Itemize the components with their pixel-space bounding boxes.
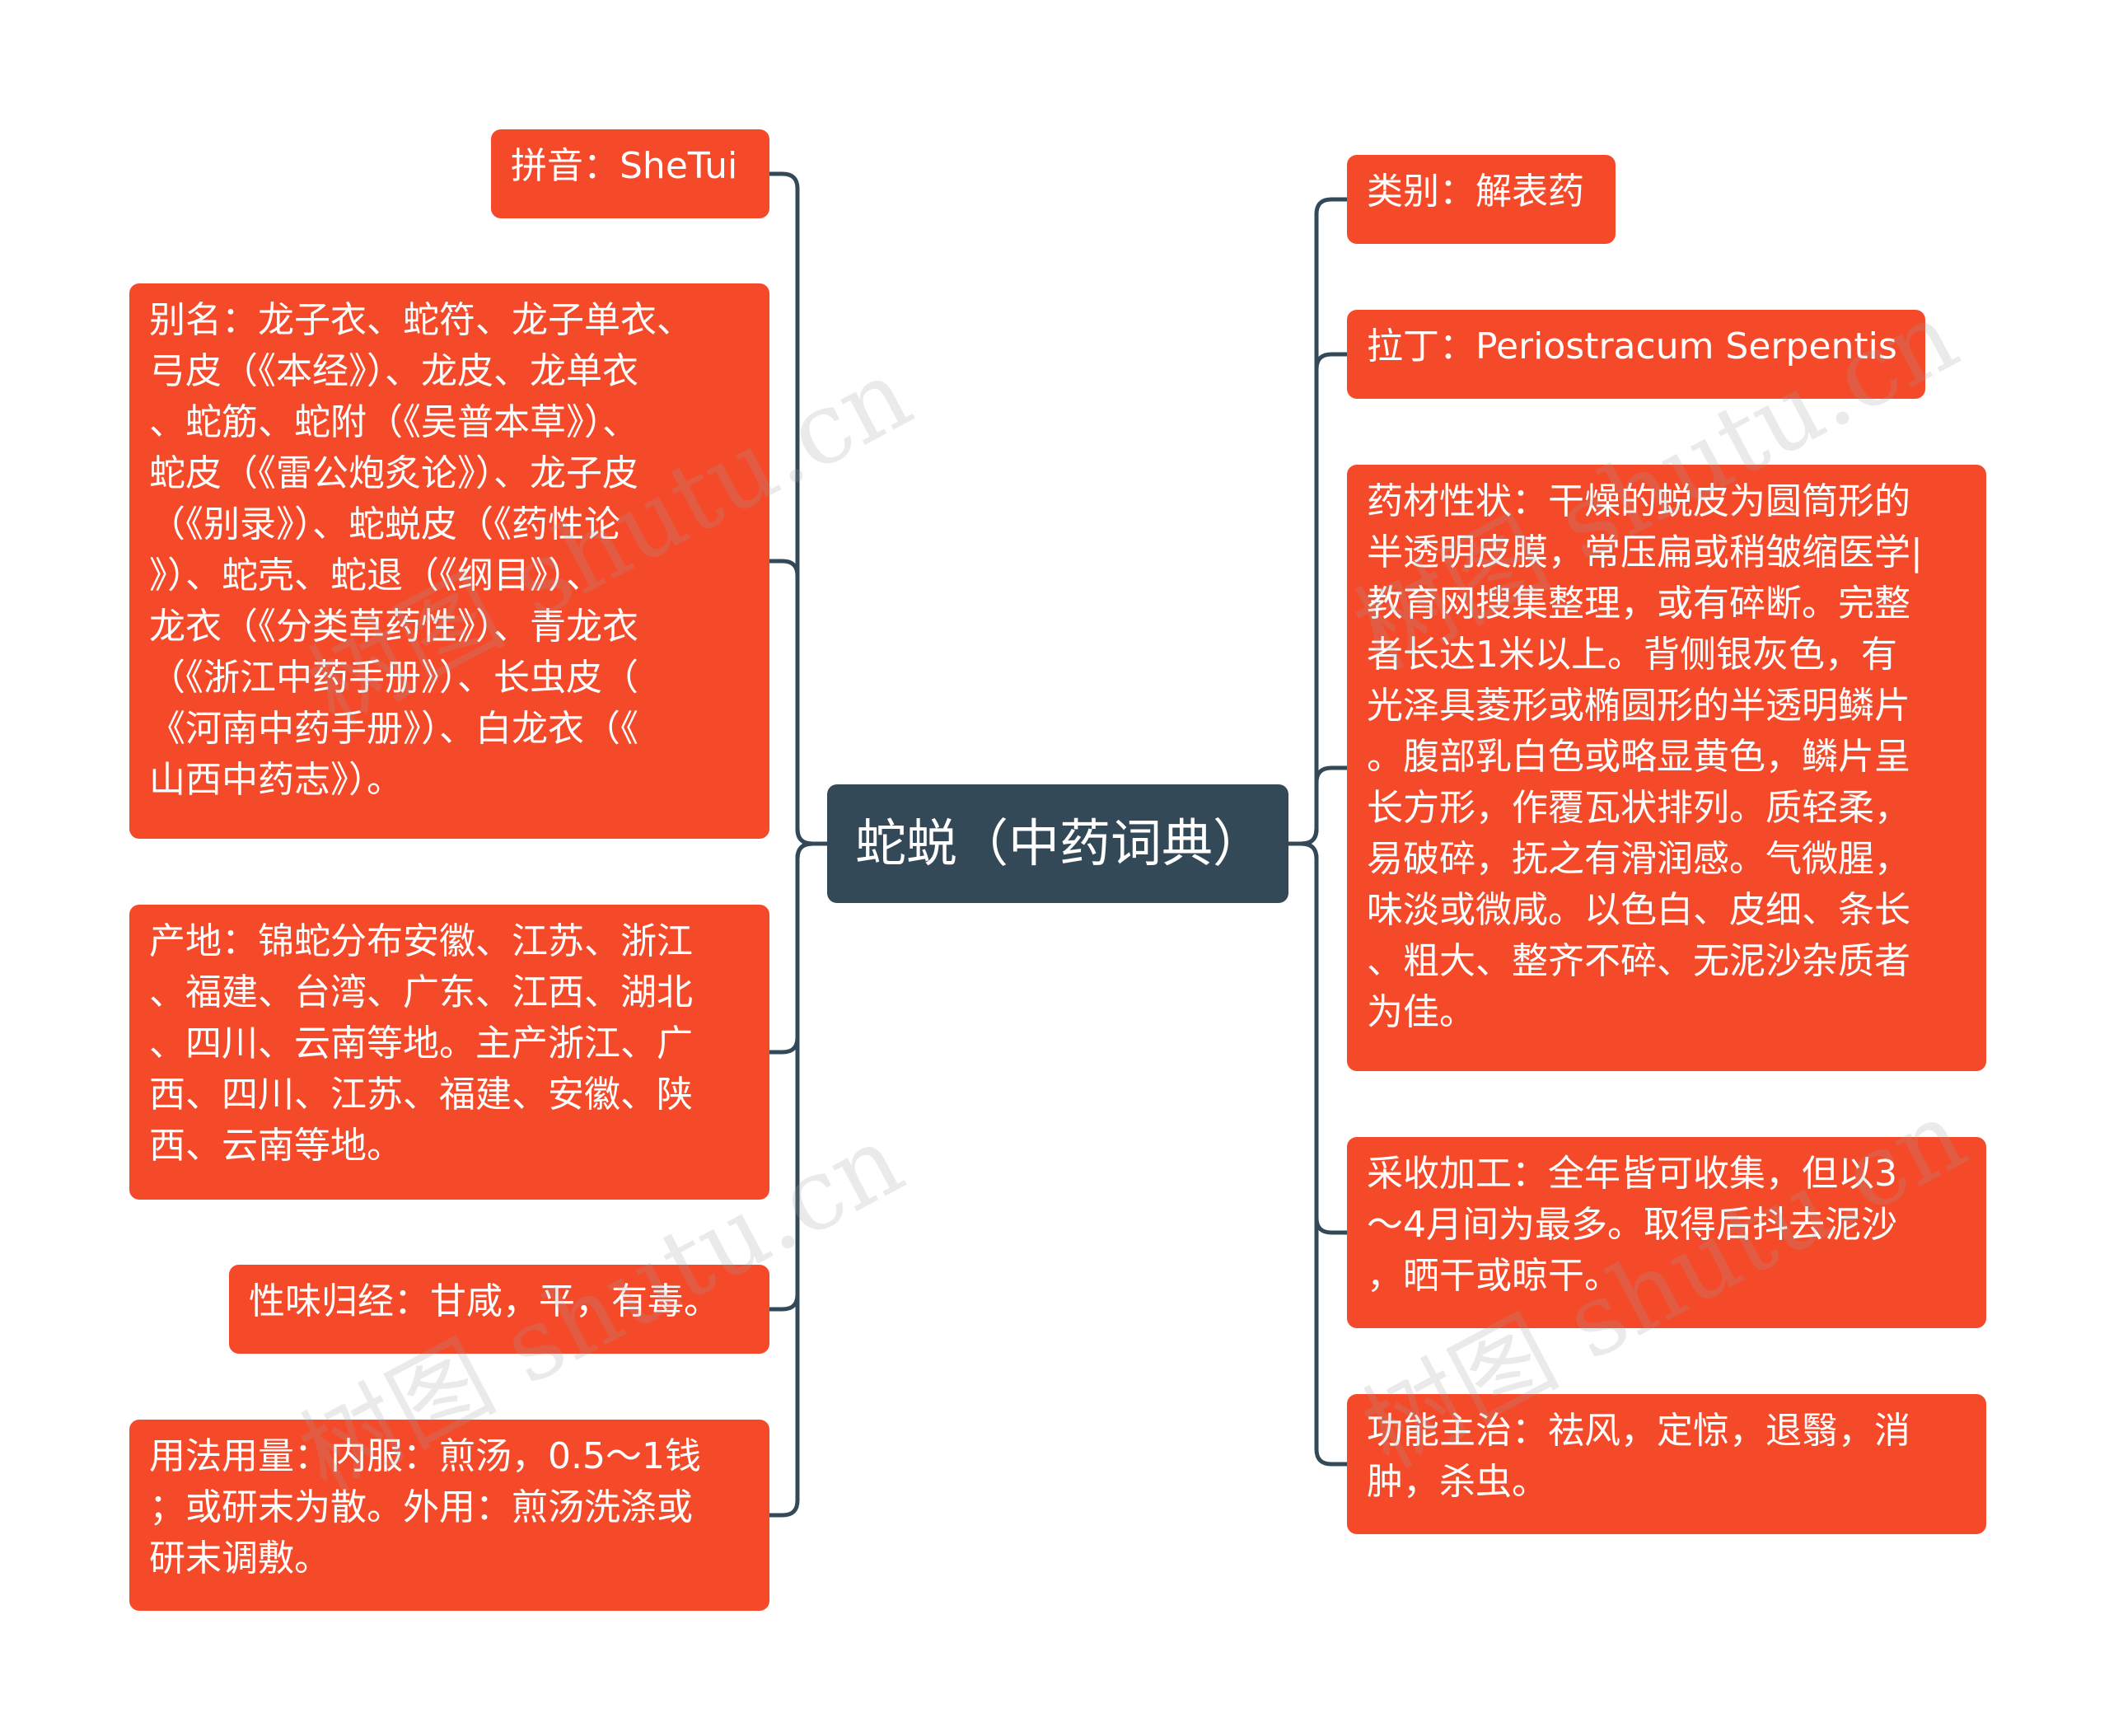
node-function-text-line: 肿，杀虫。 <box>1367 1461 1548 1503</box>
node-traits-text-line: 者长达1米以上。背侧银灰色，有 <box>1367 634 1897 676</box>
node-usage-text-line: 研末调敷。 <box>149 1537 330 1579</box>
node-origin-text-line: 产地：锦蛇分布安徽、江苏、浙江 <box>149 920 693 962</box>
node-latin[interactable]: 拉丁：Periostracum Serpentis <box>1347 310 1925 399</box>
node-traits-text-line: 、粗大、整齐不碎、无泥沙杂质者 <box>1367 940 1910 982</box>
node-category-text-line: 类别：解表药 <box>1367 171 1584 213</box>
node-pinyin-text-line: 拼音：SheTui <box>511 145 738 187</box>
node-alias-text-line: （《别录》）、蛇蜕皮（《药性论 <box>149 503 620 545</box>
node-traits[interactable]: 药材性状：干燥的蜕皮为圆筒形的半透明皮膜，常压扁或稍皱缩医学| 教育网搜集整理，或… <box>1347 465 1986 1071</box>
node-usage-text-line: ；或研末为散。外用：煎汤洗涤或 <box>149 1486 693 1528</box>
node-alias-text-line: （《浙江中药手册》）、长虫皮（ <box>149 657 638 699</box>
node-traits-text-line: 教育网搜集整理，或有碎断。完整 <box>1367 583 1910 625</box>
node-origin-text-line: 西、云南等地。 <box>149 1125 403 1167</box>
node-alias-text-line: 龙衣（《分类草药性》）、青龙衣 <box>149 606 638 648</box>
node-origin[interactable]: 产地：锦蛇分布安徽、江苏、浙江、福建、台湾、广东、江西、湖北、四川、云南等地。主… <box>129 905 769 1200</box>
node-harvest[interactable]: 采收加工：全年皆可收集，但以3 ～4月间为最多。取得后抖去泥沙 ，晒干或晾干。 <box>1347 1137 1986 1328</box>
node-origin-text-line: 、四川、云南等地。主产浙江、广 <box>149 1022 693 1065</box>
node-traits-text-line: 药材性状：干燥的蜕皮为圆筒形的 <box>1367 480 1910 522</box>
root-node[interactable]: 蛇蜕（中药词典） <box>827 784 1288 903</box>
node-alias-text-line: 山西中药志》）。 <box>149 759 403 801</box>
node-nature[interactable]: 性味归经：甘咸，平，有毒。 <box>229 1265 769 1354</box>
node-origin-text-line: 西、四川、江苏、福建、安徽、陕 <box>149 1074 693 1116</box>
node-function[interactable]: 功能主治：祛风，定惊，退翳，消肿，杀虫。 <box>1347 1394 1986 1534</box>
node-usage[interactable]: 用法用量：内服：煎汤，0.5～1钱 ；或研末为散。外用：煎汤洗涤或研末调敷。 <box>129 1420 769 1611</box>
node-origin-text-line: 、福建、台湾、广东、江西、湖北 <box>149 971 693 1013</box>
node-traits-text-line: 为佳。 <box>1367 991 1475 1033</box>
node-alias-text-line: 蛇皮（《雷公炮炙论》）、龙子皮 <box>149 452 638 494</box>
connector-right-traits <box>1288 765 1347 846</box>
node-alias-text-line: 弓皮（《本经》）、龙皮、龙单衣 <box>149 350 638 392</box>
node-alias[interactable]: 别名：龙子衣、蛇符、龙子单衣、弓皮（《本经》）、龙皮、龙单衣、蛇筋、蛇附（《吴普… <box>129 283 769 839</box>
node-traits-text-line: 光泽具菱形或椭圆形的半透明鳞片 <box>1367 685 1910 727</box>
node-latin-text-line: 拉丁：Periostracum Serpentis <box>1367 325 1897 367</box>
node-harvest-text-line: 采收加工：全年皆可收集，但以3 <box>1367 1153 1897 1195</box>
connector-right-latin <box>1288 352 1347 846</box>
node-category[interactable]: 类别：解表药 <box>1347 155 1616 244</box>
node-traits-text-line: 易破碎，抚之有滑润感。气微腥， <box>1367 838 1910 880</box>
node-nature-text-line: 性味归经：甘咸，平，有毒。 <box>249 1280 720 1322</box>
node-traits-text-line: 长方形，作覆瓦状排列。质轻柔， <box>1367 787 1910 829</box>
connector-left-alias <box>769 559 827 846</box>
connector-right-function <box>1288 841 1347 1467</box>
connector-left-usage <box>769 841 827 1518</box>
node-harvest-text-line: ，晒干或晾干。 <box>1367 1255 1620 1297</box>
node-alias-text-line: 《河南中药手册》）、白龙衣（《 <box>149 708 638 750</box>
node-function-text-line: 功能主治：祛风，定惊，退翳，消 <box>1367 1410 1910 1452</box>
node-traits-text-line: 。腹部乳白色或略显黄色，鳞片呈 <box>1367 736 1910 778</box>
node-harvest-text-line: ～4月间为最多。取得后抖去泥沙 <box>1367 1204 1897 1246</box>
node-alias-text-line: 别名：龙子衣、蛇符、龙子单衣、 <box>149 299 693 341</box>
node-pinyin[interactable]: 拼音：SheTui <box>491 129 769 218</box>
node-usage-text-line: 用法用量：内服：煎汤，0.5～1钱 <box>149 1435 701 1477</box>
node-alias-text-line: 、蛇筋、蛇附（《吴普本草》）、 <box>149 401 638 443</box>
node-alias-text-line: 》）、蛇壳、蛇退（《纲目》）、 <box>149 554 602 597</box>
node-traits-text-line: 半透明皮膜，常压扁或稍皱缩医学| <box>1367 531 1923 573</box>
node-traits-text-line: 味淡或微咸。以色白、皮细、条长 <box>1367 889 1910 931</box>
